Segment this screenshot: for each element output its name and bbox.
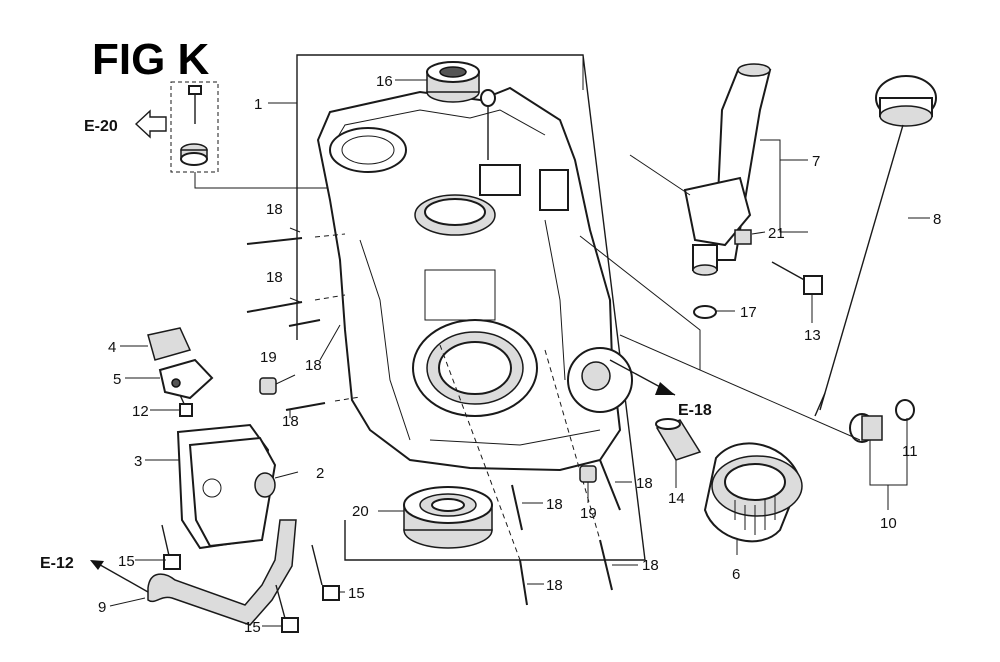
stud-bolts — [246, 233, 621, 606]
callout-8: 8 — [933, 211, 941, 228]
breather-parts — [147, 327, 214, 417]
callout-20: 20 — [352, 503, 369, 520]
callout-2: 2 — [316, 465, 324, 482]
callout-5: 5 — [113, 371, 121, 388]
ref-e12: E-12 — [40, 555, 149, 593]
callout-19-a: 19 — [260, 349, 277, 366]
callout-14: 14 — [668, 490, 685, 507]
bearing — [403, 486, 493, 549]
filter-nipple — [655, 418, 702, 461]
callout-7: 7 — [812, 153, 820, 170]
callout-15-b: 15 — [348, 585, 365, 602]
callout-16: 16 — [376, 73, 393, 90]
callout-15-a: 15 — [118, 553, 135, 570]
callout-18-h: 18 — [546, 577, 563, 594]
oil-filter — [703, 442, 803, 543]
figure-title: FIG K — [92, 35, 210, 84]
dipstick — [814, 75, 937, 417]
arrow-icon — [90, 560, 104, 570]
callout-12: 12 — [132, 403, 149, 420]
hollow-arrow-left-icon — [134, 109, 167, 139]
callout-18-b: 18 — [266, 269, 283, 286]
ref-e20-label: E-20 — [84, 118, 118, 135]
crankcase-body — [316, 86, 633, 472]
ref-e20: E-20 — [84, 109, 167, 139]
callout-19-b: 19 — [580, 505, 597, 522]
callout-10: 10 — [880, 515, 897, 532]
callout-18-d: 18 — [282, 413, 299, 430]
callout-21: 21 — [768, 225, 785, 242]
callout-15-c: 15 — [244, 619, 261, 636]
breather-tube — [147, 519, 297, 626]
callout-4: 4 — [108, 339, 116, 356]
callout-11: 11 — [902, 443, 918, 460]
callout-13: 13 — [804, 327, 821, 344]
oil-fittings — [619, 334, 915, 443]
callout-18-c: 18 — [305, 357, 322, 374]
callout-1: 1 — [254, 96, 262, 113]
arrow-icon — [655, 382, 675, 395]
ref-e18-label: E-18 — [678, 402, 712, 419]
oil-seal — [426, 61, 480, 103]
ref-e18: E-18 — [609, 359, 712, 419]
callout-18-e: 18 — [546, 496, 563, 513]
mount-detail-box — [170, 81, 345, 189]
callout-17: 17 — [740, 304, 757, 321]
breather-cover — [176, 423, 277, 550]
oil-filler-tube — [579, 63, 823, 370]
leader-lines — [109, 79, 930, 627]
ref-e12-label: E-12 — [40, 555, 74, 572]
callout-3: 3 — [134, 453, 142, 470]
callout-6: 6 — [732, 566, 740, 583]
dowel-pins — [259, 377, 597, 483]
callout-18-g: 18 — [642, 557, 659, 574]
callout-18-a: 18 — [266, 201, 283, 218]
callout-9: 9 — [98, 599, 106, 616]
callout-18-f: 18 — [636, 475, 653, 492]
flange-bolts — [161, 524, 340, 633]
callout-labels: 1 2 3 4 5 6 7 8 9 10 11 12 13 14 15 15 1… — [98, 73, 941, 636]
